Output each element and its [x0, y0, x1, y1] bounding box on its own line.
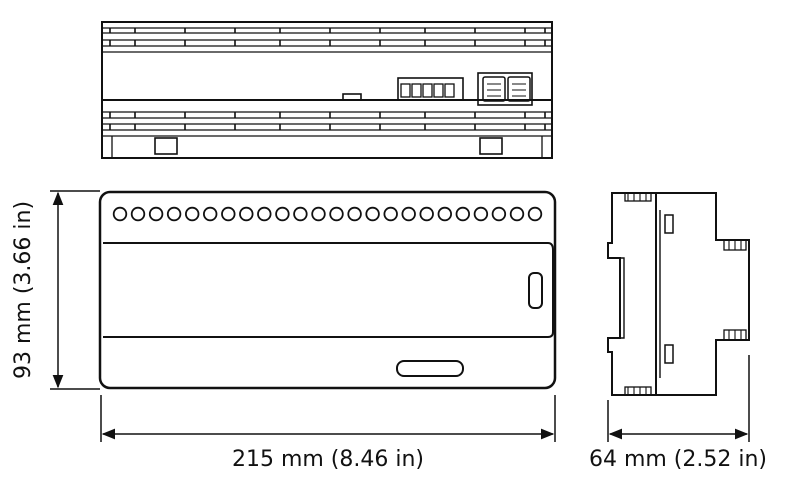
terminal-hole	[473, 206, 489, 222]
terminal-hole	[221, 206, 236, 222]
terminal-hole	[491, 206, 507, 222]
terminal-row	[112, 206, 543, 222]
terminal-hole	[401, 206, 416, 222]
width-dimension-label: 215 mm (8.46 in)	[232, 447, 424, 472]
terminal-hole	[202, 206, 218, 222]
dimension-depth	[607, 355, 750, 442]
side-view	[607, 192, 750, 396]
terminal-hole	[257, 206, 272, 222]
terminal-hole	[293, 206, 308, 222]
terminal-hole	[329, 206, 344, 222]
terminal-hole	[527, 206, 543, 222]
vent-slots	[109, 28, 546, 130]
front-view	[98, 190, 557, 390]
terminal-hole	[311, 206, 326, 222]
terminal-hole	[239, 206, 254, 222]
terminal-hole	[148, 206, 164, 222]
dimension-width	[100, 395, 556, 442]
terminal-hole	[130, 206, 146, 222]
terminal-hole	[419, 206, 434, 222]
terminal-hole	[184, 206, 200, 222]
terminal-hole	[347, 206, 362, 222]
terminal-hole	[365, 206, 380, 222]
top-view	[101, 21, 553, 159]
depth-dimension-label: 64 mm (2.52 in)	[589, 447, 767, 472]
height-dimension-label: 93 mm (3.66 in)	[11, 201, 36, 379]
terminal-hole	[437, 206, 453, 222]
terminal-hole	[383, 206, 398, 222]
terminal-hole	[455, 206, 471, 222]
terminal-hole	[166, 206, 182, 222]
terminal-hole	[509, 206, 525, 222]
dimension-height	[50, 190, 100, 390]
terminal-hole	[275, 206, 290, 222]
terminal-hole	[112, 206, 128, 222]
